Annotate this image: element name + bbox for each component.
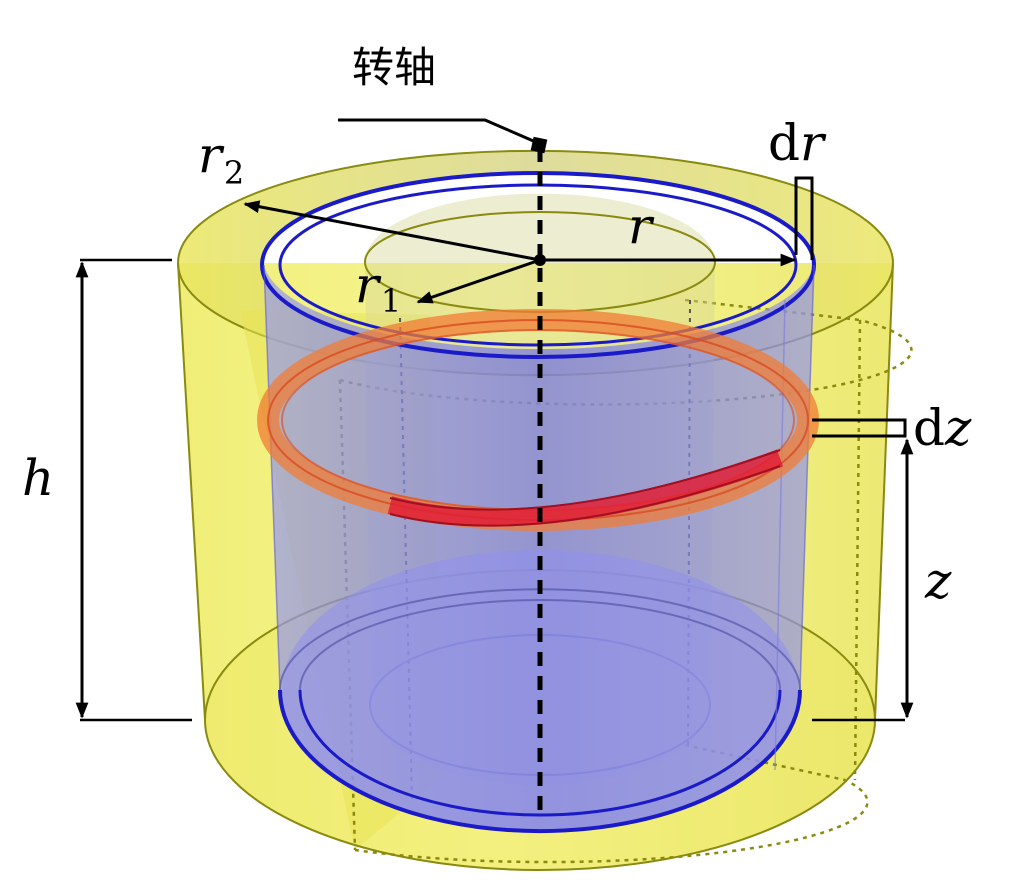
blue-shell (260, 171, 816, 834)
label-r: r (628, 197, 655, 255)
arrow-r2 (243, 200, 541, 262)
dz-bracket (812, 418, 907, 438)
radius-arrows (243, 200, 797, 304)
label-h: h (22, 449, 54, 507)
rotation-axis (338, 118, 548, 815)
dr-bracket (794, 176, 814, 260)
axis-top-marker (530, 136, 548, 154)
label-dr: dr (768, 114, 827, 172)
label-z: z (924, 552, 952, 610)
arrow-r1 (416, 258, 541, 304)
labels: 转轴 r r1 r2 dr dz h z (22, 43, 972, 610)
label-r1: r1 (355, 256, 401, 320)
label-dz: dz (913, 399, 972, 457)
label-rotation-axis: 转轴 (352, 43, 436, 92)
axis-leader-line (338, 118, 539, 145)
dimension-marks (75, 176, 914, 722)
ring-front-highlight (387, 449, 784, 527)
label-r2: r2 (198, 126, 244, 192)
